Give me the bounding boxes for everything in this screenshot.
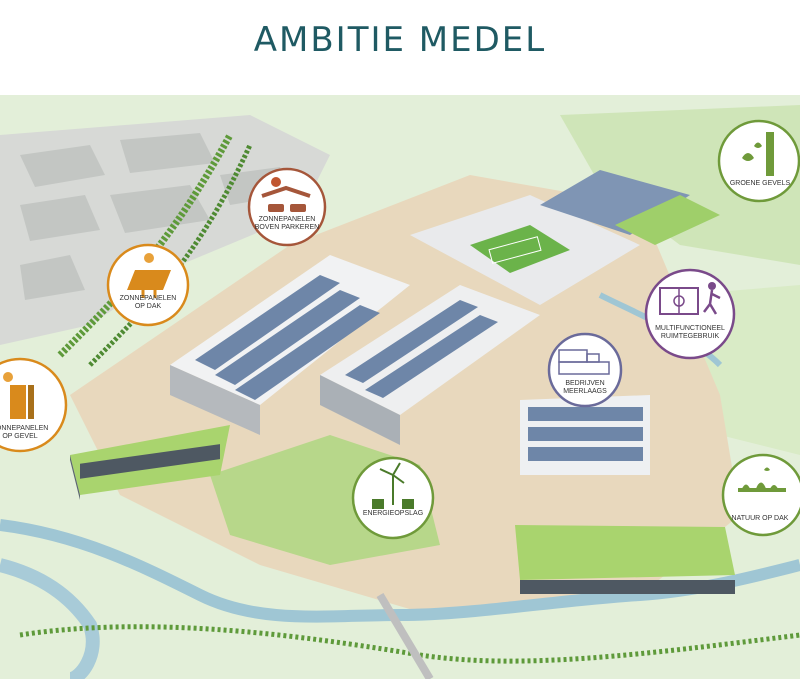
label-nature-roof: NATUUR OP DAK [700, 515, 800, 523]
label-energy-storage: ENERGIEOPSLAG [333, 510, 453, 518]
tree-line-south [19, 624, 800, 664]
green-roof-left-wall [70, 455, 80, 500]
label-line-2: RUIMTEGEBRUIK [660, 333, 720, 340]
solar-arrays-mid [345, 300, 498, 398]
label-carport-solar: ZONNEPANELEN BOVEN PARKEREN [227, 216, 347, 232]
wind-battery-icon [372, 462, 414, 509]
callout-nature-roof [721, 453, 800, 537]
sports-field-lines [488, 236, 542, 264]
solar-arrays-right [528, 407, 643, 461]
nature-roof-icon [738, 467, 786, 492]
label-line-1: ZONNEPANELEN [0, 425, 49, 432]
carport-solar-icon [261, 177, 311, 212]
sports-field-icon [659, 282, 721, 315]
label-line-1: ENERGIEOPSLAG [362, 510, 424, 517]
callout-green-facade [717, 119, 800, 203]
tree-line-1 [57, 133, 234, 358]
callout-multilevel-business [547, 332, 623, 408]
label-green-facade: GROENE GEVELS [700, 180, 800, 188]
solar-arrays-left [195, 275, 380, 400]
green-roof-right-facade [520, 580, 735, 594]
label-line-2: MEERLAAGS [563, 388, 607, 395]
green-facade-icon [742, 132, 774, 176]
canal-west [0, 558, 100, 679]
warehouse-wall-left [170, 365, 260, 435]
site-illustration [0, 95, 800, 679]
stacked-buildings-icon [558, 349, 610, 375]
callout-facade-solar [0, 357, 68, 453]
label-multilevel-business: BEDRIJVEN MEERLAAGS [525, 380, 645, 396]
callout-multifunctional [644, 268, 736, 360]
rooftop-sports-field [470, 225, 570, 273]
facade-solar-icon [3, 372, 34, 419]
callout-roof-solar [106, 243, 190, 327]
label-line-1: BEDRIJVEN [565, 380, 605, 387]
label-line-1: MULTIFUNCTIONEEL [655, 325, 725, 332]
label-line-2: BOVEN PARKEREN [254, 224, 320, 231]
warehouse-wall-mid [320, 375, 400, 445]
road [376, 592, 434, 679]
label-line-1: ZONNEPANELEN [119, 295, 177, 302]
label-facade-solar: ZONNEPANELEN OP GEVEL [0, 425, 80, 441]
label-line-2: OP GEVEL [2, 433, 38, 440]
callout-energy-storage [351, 456, 435, 540]
label-line-1: NATUUR OP DAK [731, 515, 789, 522]
callout-carport-solar [247, 167, 327, 247]
label-roof-solar: ZONNEPANELEN OP DAK [88, 295, 208, 311]
tree-line-2 [88, 143, 253, 367]
label-line-1: ZONNEPANELEN [258, 216, 316, 223]
green-roof-left-facade [80, 444, 220, 479]
green-roof-right [515, 525, 735, 580]
roof-solar-panel-icon [127, 253, 171, 298]
label-multifunctional: MULTIFUNCTIONEEL RUIMTEGEBRUIK [630, 325, 750, 341]
label-line-2: OP DAK [134, 303, 162, 310]
page-title: AMBITIE MEDEL [253, 20, 547, 60]
green-roof-top [615, 195, 720, 245]
label-line-1: GROENE GEVELS [729, 180, 791, 187]
